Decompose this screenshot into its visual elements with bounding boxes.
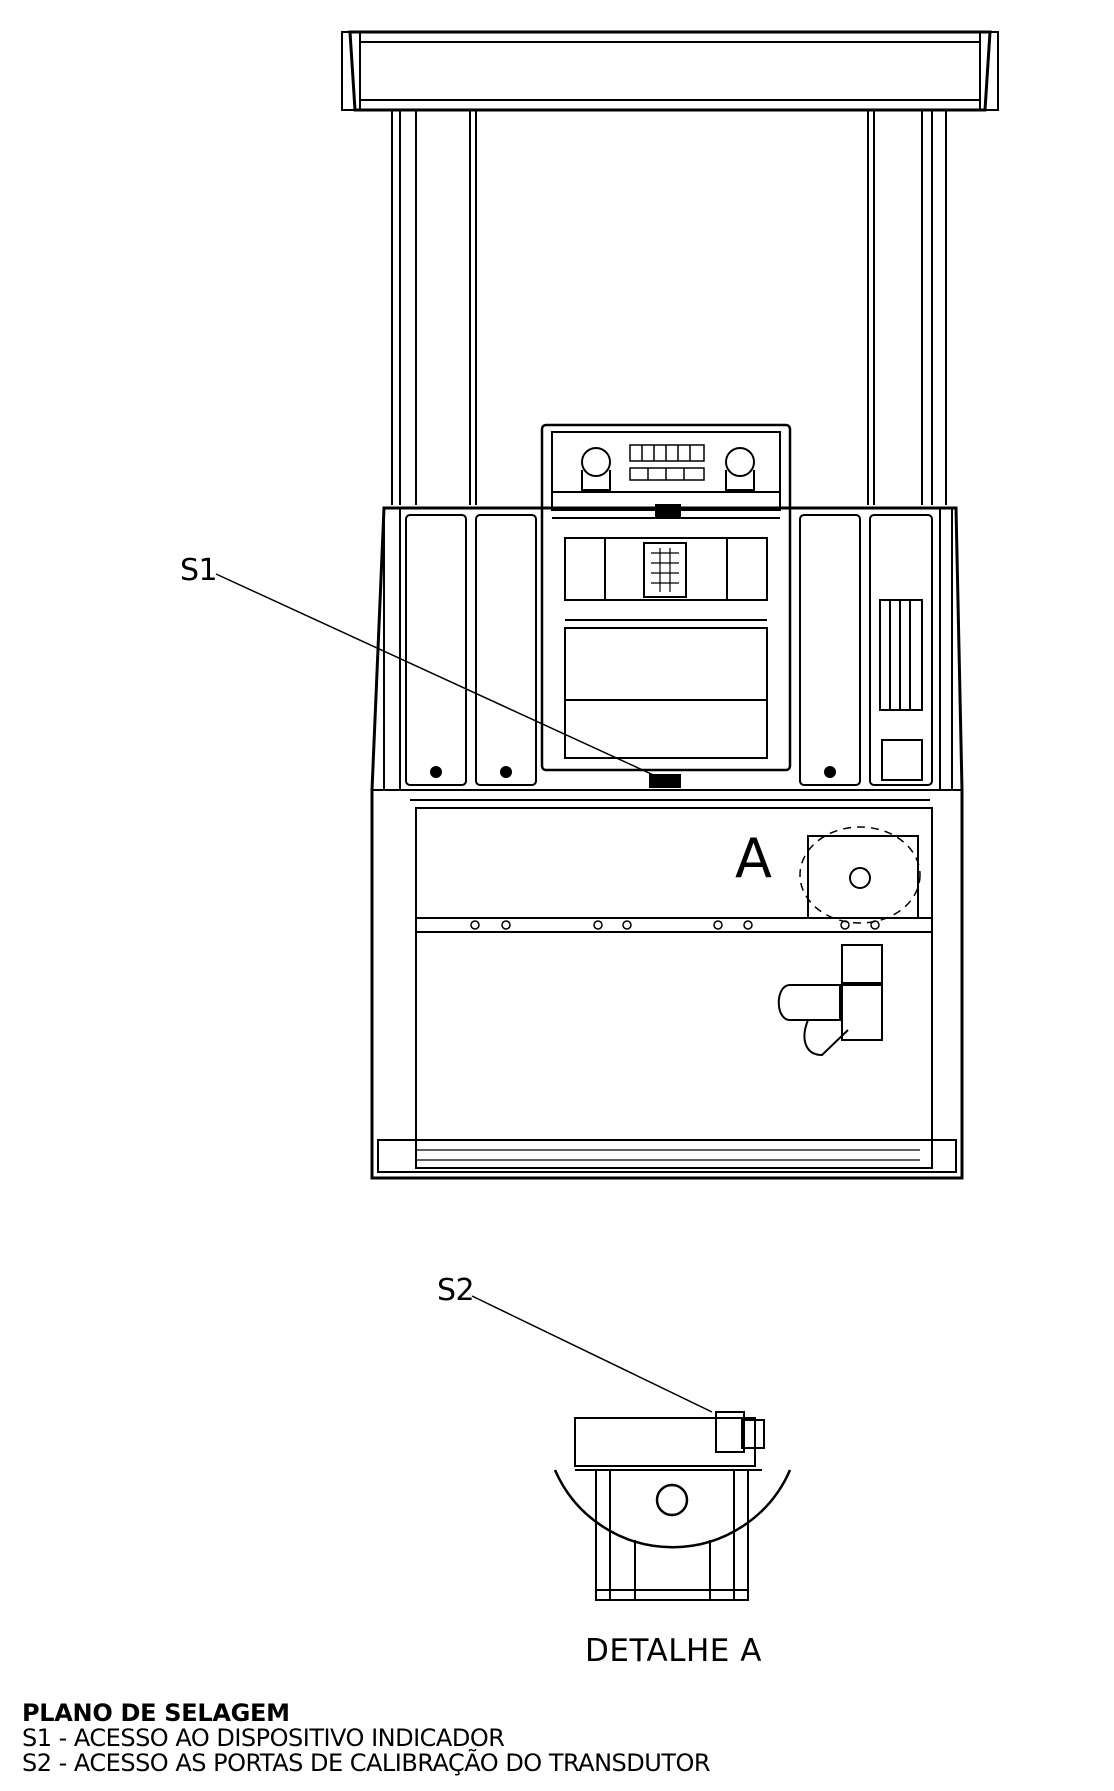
detail-a-view [553,1411,792,1601]
label-s1: S1 [180,553,218,588]
display-head [540,423,792,788]
legend-item-s1: S1 - ACESSO AO DISPOSITIVO INDICADOR [22,1724,505,1752]
top-canopy [341,30,999,112]
legend-title: PLANO DE SELAGEM [22,1699,290,1727]
legend: PLANO DE SELAGEM S1 - ACESSO AO DISPOSIT… [22,1699,711,1777]
detail-caption: DETALHE A [585,1633,762,1669]
label-detail-marker-a: A [735,827,772,890]
legend-item-s2: S2 - ACESSO AS PORTAS DE CALIBRAÇÃO DO T… [22,1749,711,1777]
label-s2: S2 [437,1273,475,1308]
cabinet [370,506,964,1180]
leader-line-s2 [471,1295,713,1413]
leader-line-s1 [215,573,661,779]
support-columns [391,110,947,505]
